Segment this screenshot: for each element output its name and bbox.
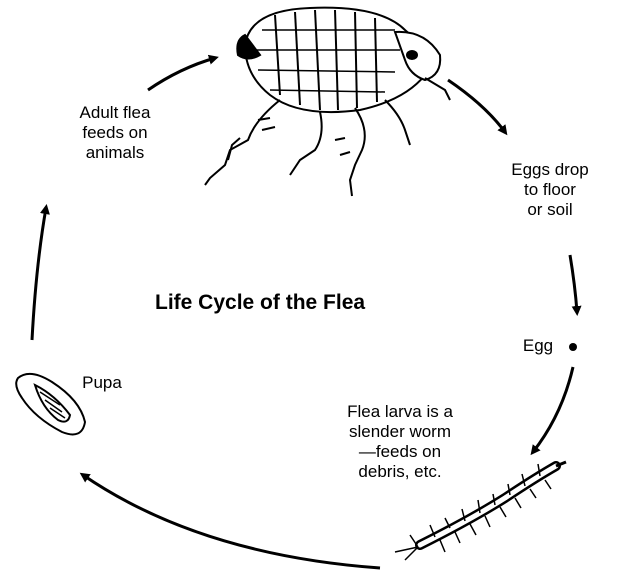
- arrow-adult-to-eggs: [448, 80, 505, 132]
- diagram-title: Life Cycle of the Flea: [155, 291, 365, 315]
- adult-flea-label: Adult flea feeds on animals: [55, 103, 175, 163]
- arrow-adult-left: [148, 58, 215, 90]
- adult-flea-icon: [205, 8, 450, 196]
- arrow-pupa-to-adult: [32, 208, 46, 340]
- eggs-drop-label: Eggs drop to floor or soil: [490, 160, 610, 220]
- egg-label: Egg: [518, 336, 558, 356]
- arrow-eggs-to-egg: [570, 255, 577, 312]
- arrow-egg-to-larva: [533, 367, 573, 452]
- pupa-label: Pupa: [72, 373, 132, 393]
- egg-icon: [569, 343, 577, 351]
- larva-label: Flea larva is a slender worm —feeds on d…: [325, 402, 475, 482]
- arrow-larva-to-pupa: [83, 475, 380, 568]
